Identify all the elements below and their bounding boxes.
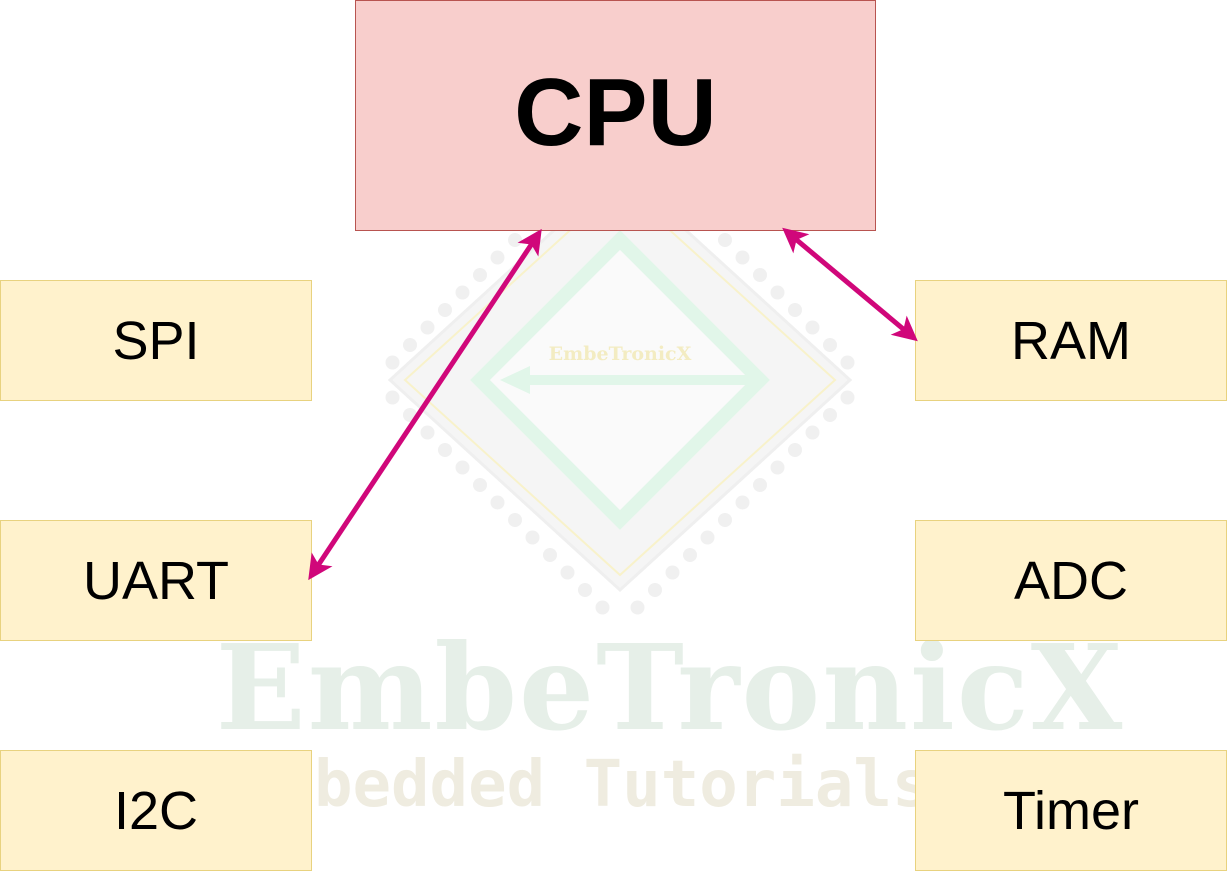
- chip-pin: [420, 425, 435, 440]
- chip-pin: [403, 408, 417, 422]
- chip-pin: [438, 443, 452, 457]
- chip-pin: [438, 303, 452, 317]
- chip-pin: [473, 268, 487, 282]
- chip-pin: [508, 233, 522, 247]
- cpu-block: CPU: [355, 0, 876, 231]
- chip-pin: [508, 513, 522, 527]
- chip-pin: [473, 478, 487, 492]
- chip-pin: [770, 285, 785, 300]
- block-adc: ADC: [915, 520, 1227, 641]
- chip-pin: [753, 478, 767, 492]
- block-label: UART: [82, 550, 230, 611]
- block-ram: RAM: [915, 280, 1227, 401]
- chip-pin: [403, 338, 417, 352]
- chip-pin: [753, 268, 767, 282]
- chip-pin: [823, 408, 837, 422]
- chip-pin: [718, 233, 732, 247]
- chip-pin: [770, 460, 785, 475]
- chip-pin: [455, 460, 470, 475]
- chip-pin: [683, 548, 697, 562]
- chip-pin: [490, 495, 505, 510]
- block-label: RAM: [1011, 310, 1131, 371]
- chip-pin: [840, 355, 855, 370]
- block-label: I2C: [113, 780, 199, 841]
- chip-pin: [595, 600, 610, 615]
- block-i2c: I2C: [0, 750, 312, 871]
- chip-pin: [543, 548, 557, 562]
- chip-pin: [648, 583, 662, 597]
- block-label: Timer: [1003, 780, 1139, 841]
- block-timer: Timer: [915, 750, 1227, 871]
- arrow-cpu-uart: [308, 228, 542, 581]
- block-label: ADC: [1013, 550, 1128, 611]
- chip-pin: [490, 250, 505, 265]
- arrow-cpu-ram: [782, 227, 918, 342]
- chip-pin: [735, 250, 750, 265]
- cpu-label: CPU: [514, 58, 717, 166]
- block-spi: SPI: [0, 280, 312, 401]
- chip-pin: [823, 338, 837, 352]
- chip-pin: [805, 425, 820, 440]
- chip-pin: [718, 513, 732, 527]
- chip-pin: [665, 565, 680, 580]
- chip-pin: [735, 495, 750, 510]
- chip-pin: [630, 600, 645, 615]
- chip-pin: [788, 443, 802, 457]
- chip-pin: [420, 320, 435, 335]
- watermark-chip-label: EmbeTronicX: [548, 343, 692, 365]
- chip-pin: [788, 303, 802, 317]
- chip-pin: [560, 565, 575, 580]
- chip-pin: [385, 355, 400, 370]
- chip-pin: [385, 390, 400, 405]
- chip-pin: [840, 390, 855, 405]
- chip-pin: [455, 285, 470, 300]
- chip-pin: [805, 320, 820, 335]
- block-uart: UART: [0, 520, 312, 641]
- block-label: SPI: [112, 310, 200, 371]
- chip-pin: [525, 530, 540, 545]
- chip-pin: [700, 530, 715, 545]
- chip-pin: [578, 583, 592, 597]
